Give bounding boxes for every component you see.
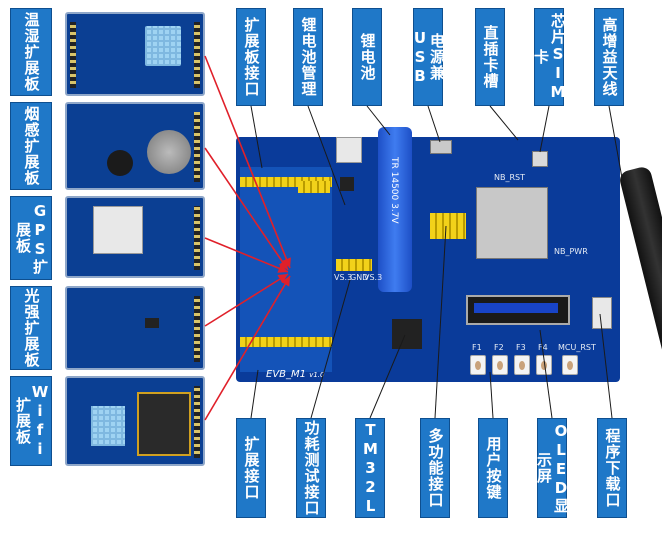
- esp-wifi-chip: [137, 392, 191, 456]
- label-power-test-interface: 功耗测试接口: [296, 418, 326, 518]
- pin-header: [194, 386, 200, 458]
- dht-sensor: [145, 26, 181, 66]
- button-f2-label: F2: [494, 343, 504, 352]
- button-f4[interactable]: [536, 355, 552, 375]
- gps-module: [65, 196, 205, 278]
- main-board: TR 14500 3.7V VS.3 GND VS.3 NB_RST NB_PW…: [236, 127, 662, 382]
- pin-header: [194, 296, 200, 362]
- battery-text: TR 14500 3.7V: [389, 157, 399, 224]
- temp-humidity-module: [65, 12, 205, 96]
- label-smoke-board: 烟感扩展板: [10, 102, 52, 190]
- smoke-module: [65, 102, 205, 190]
- light-module: [65, 286, 205, 370]
- nb-pwr-label: NB_PWR: [554, 247, 588, 256]
- stm32l4-chip: [392, 319, 422, 349]
- label-multi-function-interface: 多功能接口: [420, 418, 450, 518]
- wifi-module: [65, 376, 205, 466]
- pin-header: [194, 206, 200, 270]
- label-card-slot: 直插卡槽: [475, 8, 505, 106]
- pin-header: [194, 22, 200, 88]
- label-lithium-battery: 锂电池: [352, 8, 382, 106]
- label-wifi-board: Wifi扩展板: [10, 376, 52, 466]
- button-f4-label: F4: [538, 343, 548, 352]
- light-sensor: [145, 318, 159, 328]
- power-test-jumpers[interactable]: [336, 259, 372, 271]
- label-temp-humidity-board: 温湿扩展板: [10, 8, 52, 96]
- label-antenna: 高增益天线: [594, 8, 624, 106]
- button-f3[interactable]: [514, 355, 530, 375]
- sim-card-slot[interactable]: [532, 151, 548, 167]
- label-download-port: 程序下载口: [597, 418, 627, 518]
- board-model: EVB_M1 v1.0: [266, 369, 325, 380]
- usb-port[interactable]: [430, 140, 452, 154]
- expansion-header-right[interactable]: [298, 181, 330, 193]
- nb-rst-label: NB_RST: [494, 173, 525, 182]
- label-sim-chip: 芯片SIM卡: [532, 8, 567, 106]
- button-f1-label: F1: [472, 343, 482, 352]
- multi-function-jumpers[interactable]: [430, 213, 466, 239]
- download-port[interactable]: [592, 297, 612, 329]
- buzzer: [107, 150, 133, 176]
- pin-header: [70, 22, 76, 88]
- label-power-usb: 电源兼USB: [411, 8, 446, 106]
- antenna: [618, 165, 662, 368]
- gps-chip: [93, 206, 143, 254]
- power-switch[interactable]: [336, 137, 362, 163]
- label-stm32l4: STM32L4: [355, 402, 385, 535]
- oled-display: [466, 295, 570, 325]
- button-f2[interactable]: [492, 355, 508, 375]
- battery-management-chip: [340, 177, 354, 191]
- pin-header: [194, 112, 200, 182]
- lithium-battery: TR 14500 3.7V: [378, 127, 412, 292]
- label-light-board: 光强扩展板: [10, 286, 52, 370]
- gas-sensor: [147, 130, 191, 174]
- pin-label: VS.3: [364, 273, 383, 282]
- label-user-buttons: 用户按键: [478, 418, 508, 518]
- expansion-header-bottom[interactable]: [240, 337, 332, 347]
- button-f1[interactable]: [470, 355, 486, 375]
- dht-sensor: [91, 406, 125, 446]
- button-f3-label: F3: [516, 343, 526, 352]
- pin-label: GND: [350, 273, 369, 282]
- label-gps-board: GPS扩展板: [10, 196, 52, 280]
- label-expansion-interface: 扩展接口: [236, 418, 266, 518]
- pin-label: VS.3: [334, 273, 353, 282]
- nb-iot-module: [476, 187, 548, 259]
- mcu-reset-button[interactable]: [562, 355, 578, 375]
- oled-screen: [474, 303, 558, 313]
- label-battery-management: 锂电池管理: [293, 8, 323, 106]
- mcu-rst-label: MCU_RST: [558, 343, 596, 352]
- label-oled-display: OLED显示屏: [535, 418, 570, 518]
- label-expansion-board-interface: 扩展板接口: [236, 8, 266, 106]
